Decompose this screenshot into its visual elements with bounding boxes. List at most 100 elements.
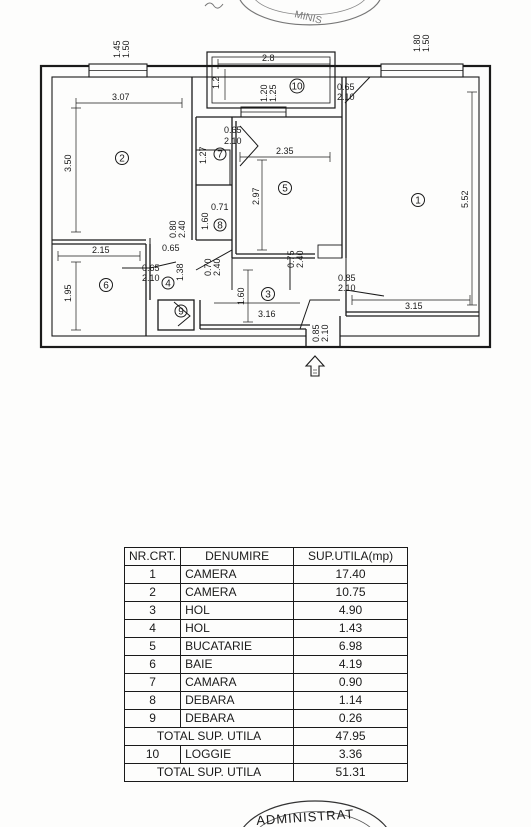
cell-name: DEBARA [180,709,295,728]
dim-label: 3.50 [63,154,73,172]
dim-label: 1.27 [198,146,208,164]
room-number-text: 8 [217,221,223,232]
table-row: 6 BAIE 4.19 [123,655,408,674]
cell-area: 0.26 [293,709,408,728]
header-nr: NR.CRT. [123,547,182,566]
dim-label: 0.65 [337,82,355,92]
dim-label: 1.60 [200,212,210,230]
window-room-1 [380,63,464,78]
total-area: 47.95 [293,727,408,746]
dim-label: 5.52 [460,190,470,208]
table-row: 9 DEBARA 0.26 [123,709,408,728]
dim-label: 1.60 [236,287,246,305]
dim-label: 2.10 [320,324,330,342]
table-row: 4 HOL 1.43 [123,619,408,638]
dimension-labels: 1.45 1.50 1.80 1.50 2.8 1.2 1.20 1.25 0.… [63,34,470,342]
room-number-text: 5 [282,184,288,195]
dim-label: 3.15 [405,301,423,311]
dim-label: 2.40 [177,220,187,238]
outer-walls [39,64,492,349]
cell-area: 6.98 [293,637,408,656]
dim-label: 1.95 [63,284,73,302]
cell-name: HOL [180,619,295,638]
cell-name: BAIE [180,655,295,674]
cell-area: 4.19 [293,655,408,674]
cell-area: 4.90 [293,601,408,620]
area-table: NR.CRT. DENUMIRE SUP.UTILA(mp) 1 CAMERA … [123,547,408,782]
stamp-top: MINIS [204,0,381,27]
dim-label: 0.70 [203,258,213,276]
dim-label: 1.80 [412,34,422,52]
cell-name: CAMARA [180,673,295,692]
room-number-5: 5 [278,181,292,195]
dim-label: 0.80 [168,220,178,238]
dim-label: 1.25 [268,84,278,102]
dim-label: 2.35 [276,146,294,156]
cell-nr: 10 [123,745,182,764]
room-number-text: 9 [178,307,184,318]
room-number-text: 3 [265,290,271,301]
cell-name: CAMERA [180,565,295,584]
cell-nr: 9 [123,709,182,728]
room-number-text: 1 [415,196,421,207]
loggia-walls [206,51,336,109]
cell-area: 1.43 [293,619,408,638]
dim-label: 2.10 [337,92,355,102]
dim-label: 2.15 [92,245,110,255]
cell-name: DEBARA [180,691,295,710]
cell-name: BUCATARIE [180,637,295,656]
stamp-bottom: ADMINISTRAT [243,800,387,827]
room-number-2: 2 [115,151,129,165]
cell-area: 3.36 [293,745,408,764]
table-total-row: TOTAL SUP. UTILA 47.95 [123,727,408,746]
total-area: 51.31 [293,763,408,782]
dim-label: 0.85 [338,273,356,283]
room-number-9: 9 [174,304,188,318]
cell-nr: 8 [123,691,182,710]
cell-name: HOL [180,601,295,620]
cell-area: 0.90 [293,673,408,692]
cell-nr: 3 [123,601,182,620]
dim-label: 2.10 [224,136,242,146]
dim-label: 3.16 [258,309,276,319]
dim-label: 0.71 [211,202,229,212]
header-area: SUP.UTILA(mp) [293,547,408,566]
dim-label: 2.97 [251,187,261,205]
dim-label: 1.20 [259,84,269,102]
interior-walls [52,77,479,347]
room-number-text: 7 [217,150,223,161]
table-row: 3 HOL 4.90 [123,601,408,620]
cell-name: LOGGIE [180,745,295,764]
dim-label: 0.65 [142,263,160,273]
dim-label: 0.65 [162,243,180,253]
table-header-row: NR.CRT. DENUMIRE SUP.UTILA(mp) [123,547,408,566]
table-row: 2 CAMERA 10.75 [123,583,408,602]
table-row: 8 DEBARA 1.14 [123,691,408,710]
cell-name: CAMERA [180,583,295,602]
table-row: 10 LOGGIE 3.36 [123,745,408,764]
cell-nr: 7 [123,673,182,692]
cell-nr: 6 [123,655,182,674]
room-number-1: 1 [411,193,425,207]
dim-label: 2.10 [338,283,356,293]
room-number-text: 10 [291,82,303,93]
cell-nr: 4 [123,619,182,638]
dim-label: 1.38 [175,263,185,281]
dim-label: 0.65 [224,125,242,135]
cell-nr: 1 [123,565,182,584]
room-number-text: 4 [165,279,171,290]
stamp-bottom-text: ADMINISTRAT [256,806,355,827]
dim-label: 1.50 [121,40,131,58]
table-total-row: TOTAL SUP. UTILA 51.31 [123,763,408,782]
dim-label: 2.40 [295,250,305,268]
room-number-text: 6 [103,281,109,292]
dim-label: 1.50 [421,34,431,52]
cell-area: 10.75 [293,583,408,602]
cell-nr: 5 [123,637,182,656]
table-row: 1 CAMERA 17.40 [123,565,408,584]
room-number-10: 10 [289,78,305,94]
dim-label: 2.8 [262,53,275,63]
total-label: TOTAL SUP. UTILA [123,727,295,746]
dim-label: 3.07 [112,92,130,102]
